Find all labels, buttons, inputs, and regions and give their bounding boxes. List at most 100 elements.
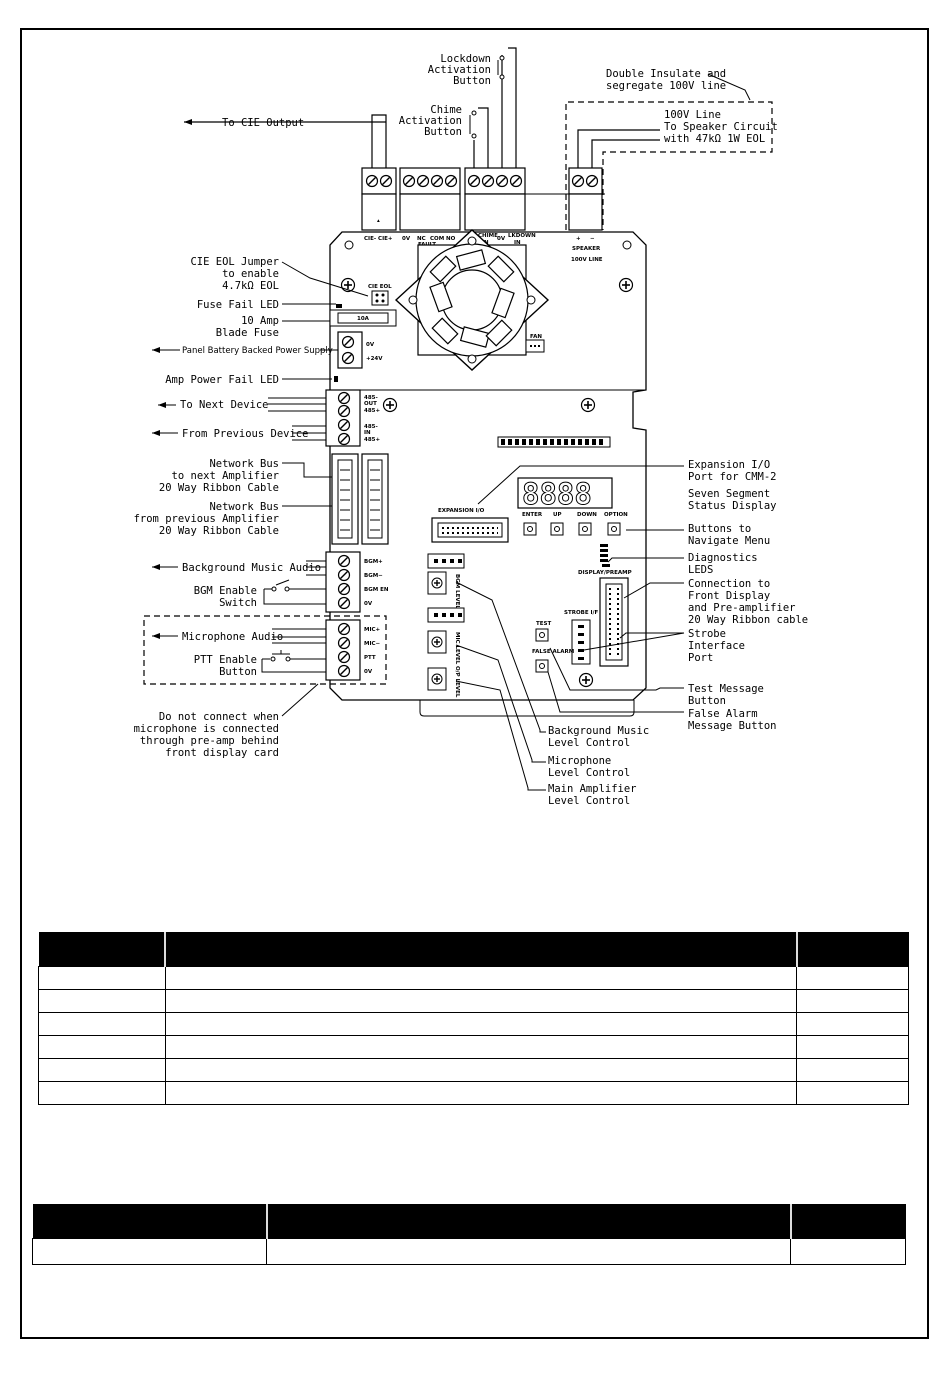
diagram-label: NO xyxy=(446,236,456,242)
enter-button[interactable] xyxy=(523,522,537,536)
diagram-label: Lockdown xyxy=(440,53,491,65)
diagram-label: Network Bus xyxy=(209,458,279,470)
diagram-label: 100V LINE xyxy=(571,257,603,263)
amplifier-wiring-diagram: ▴ CIE- CIE+ 0V NC COM NO FAULT CHIME IN … xyxy=(134,47,808,807)
diagram-label: 8888 xyxy=(522,477,592,511)
output-level-pot[interactable] xyxy=(427,667,447,691)
diagram-label: PTT xyxy=(364,655,376,661)
up-button[interactable] xyxy=(550,522,564,536)
diagram-label: + xyxy=(576,236,581,242)
diagram-label: Network Bus xyxy=(209,501,279,513)
diagram-label: MIC− xyxy=(364,641,381,647)
bgm-level-pot[interactable] xyxy=(427,571,447,595)
diagram-label: Seven Segment xyxy=(688,488,770,500)
diagram-label: BGM+ xyxy=(364,559,383,565)
diagram-label: O/P LEVEL xyxy=(454,666,460,698)
diagram-label: CIE EOL xyxy=(368,284,392,290)
diagram-label: 485+ xyxy=(364,437,380,443)
diagram-label: 0V xyxy=(402,236,411,242)
diagram-label: FALSE ALARM xyxy=(532,649,574,655)
diagram-label: Interface xyxy=(688,640,745,652)
page-border xyxy=(20,28,929,1339)
diagram-label: 485- xyxy=(364,424,378,430)
diagram-label: Buttons to xyxy=(688,523,751,535)
option-button[interactable] xyxy=(607,522,621,536)
diagram-label: LEDS xyxy=(688,564,713,576)
test-message-button[interactable] xyxy=(535,628,549,642)
diagram-label: Activation xyxy=(399,115,462,127)
diagram-label: 20 Way Ribbon cable xyxy=(688,614,808,626)
diagram-label: UP xyxy=(553,512,562,518)
table-header xyxy=(38,932,909,967)
diagram-label: from previous Amplifier xyxy=(134,513,279,525)
diagram-label: Blade Fuse xyxy=(216,327,279,339)
diagram-label: NC xyxy=(417,236,426,242)
table-header xyxy=(32,1204,906,1239)
diagram-label: OPTION xyxy=(604,512,628,518)
diagram-label: 10 Amp xyxy=(241,315,279,327)
diagram-label: BGM LEVEL xyxy=(454,574,460,609)
table-row xyxy=(38,989,909,1013)
diagram-label: Microphone Audio xyxy=(182,631,283,643)
diagram-label: EXPANSION I/O xyxy=(438,508,485,514)
diagram-label: Strobe xyxy=(688,628,726,640)
diagram-label: through pre-amp behind xyxy=(140,735,279,747)
diagram-label: Status Display xyxy=(688,500,777,512)
diagram-label: Main Amplifier xyxy=(548,783,637,795)
diagram-label: Switch xyxy=(219,597,257,609)
table-row xyxy=(31,1238,906,1265)
diagram-label: Button xyxy=(219,666,257,678)
diagram-label: MIC LEVEL xyxy=(454,632,460,665)
down-button[interactable] xyxy=(578,522,592,536)
table-row xyxy=(38,1058,909,1082)
diagram-label: To Next Device xyxy=(180,399,269,411)
diagram-label: front display card xyxy=(165,747,279,759)
diagram-label: Port xyxy=(688,652,713,664)
diagram-label: Double Insulate and xyxy=(606,68,726,80)
diagram-label: Navigate Menu xyxy=(688,535,770,547)
diagram-label: Button xyxy=(424,126,462,138)
diagram-label: 10A xyxy=(357,316,370,322)
diagram-label: +24V xyxy=(366,356,383,362)
false-alarm-button[interactable] xyxy=(535,659,549,673)
diagram-label: Fuse Fail LED xyxy=(197,299,279,311)
diagram-label: SPEAKER xyxy=(572,246,601,252)
diagram-label: Panel Battery Backed Power Supply xyxy=(182,346,333,356)
diagram-label: − xyxy=(590,236,595,242)
diagram-label: Background Music xyxy=(548,725,649,737)
diagram-label: 0V xyxy=(364,601,373,607)
diagram-label: False Alarm xyxy=(688,708,758,720)
mic-level-pot[interactable] xyxy=(427,630,447,654)
table-row xyxy=(38,1035,909,1059)
diagram-label: Diagnostics xyxy=(688,552,758,564)
cooling-fan xyxy=(394,229,550,371)
diagram-label: To Speaker Circuit xyxy=(664,121,778,133)
diagram-label: TEST xyxy=(536,621,551,627)
diagram-label: BGM Enable xyxy=(194,585,257,597)
specification-table-1 xyxy=(38,932,909,1105)
diagram-label: segregate 100V line xyxy=(606,80,726,92)
diagram-label: STROBE I/F xyxy=(564,610,599,616)
diagram-label: CIE EOL Jumper xyxy=(190,256,279,268)
diagram-label: Level Control xyxy=(548,795,630,807)
diagram-label: 20 Way Ribbon Cable xyxy=(159,525,279,537)
diagram-label: to next Amplifier xyxy=(172,470,279,482)
diagram-label: to enable xyxy=(222,268,279,280)
diagram-label: Test Message xyxy=(688,683,764,695)
diagram-label: From Previous Device xyxy=(182,428,308,440)
label-cie: CIE- CIE+ xyxy=(364,236,393,242)
table-row xyxy=(38,966,909,990)
diagram-label: 0V xyxy=(366,342,375,348)
diagram-label: PTT Enable xyxy=(194,654,257,666)
diagram-label: microphone is connected xyxy=(134,723,279,735)
diagram-label: IN xyxy=(514,240,521,246)
diagram-label: 485- xyxy=(364,395,378,401)
diagram-label: BGM EN xyxy=(364,587,389,593)
diagram-label: IN xyxy=(364,430,371,436)
diagram-label: with 47kΩ 1W EOL xyxy=(664,133,765,145)
diagram-label: 0V xyxy=(364,669,373,675)
diagram-label: BGM− xyxy=(364,573,383,579)
diagram-label: Activation xyxy=(428,64,491,76)
diagram-label: Expansion I/O xyxy=(688,459,770,471)
table-row xyxy=(38,1081,909,1105)
